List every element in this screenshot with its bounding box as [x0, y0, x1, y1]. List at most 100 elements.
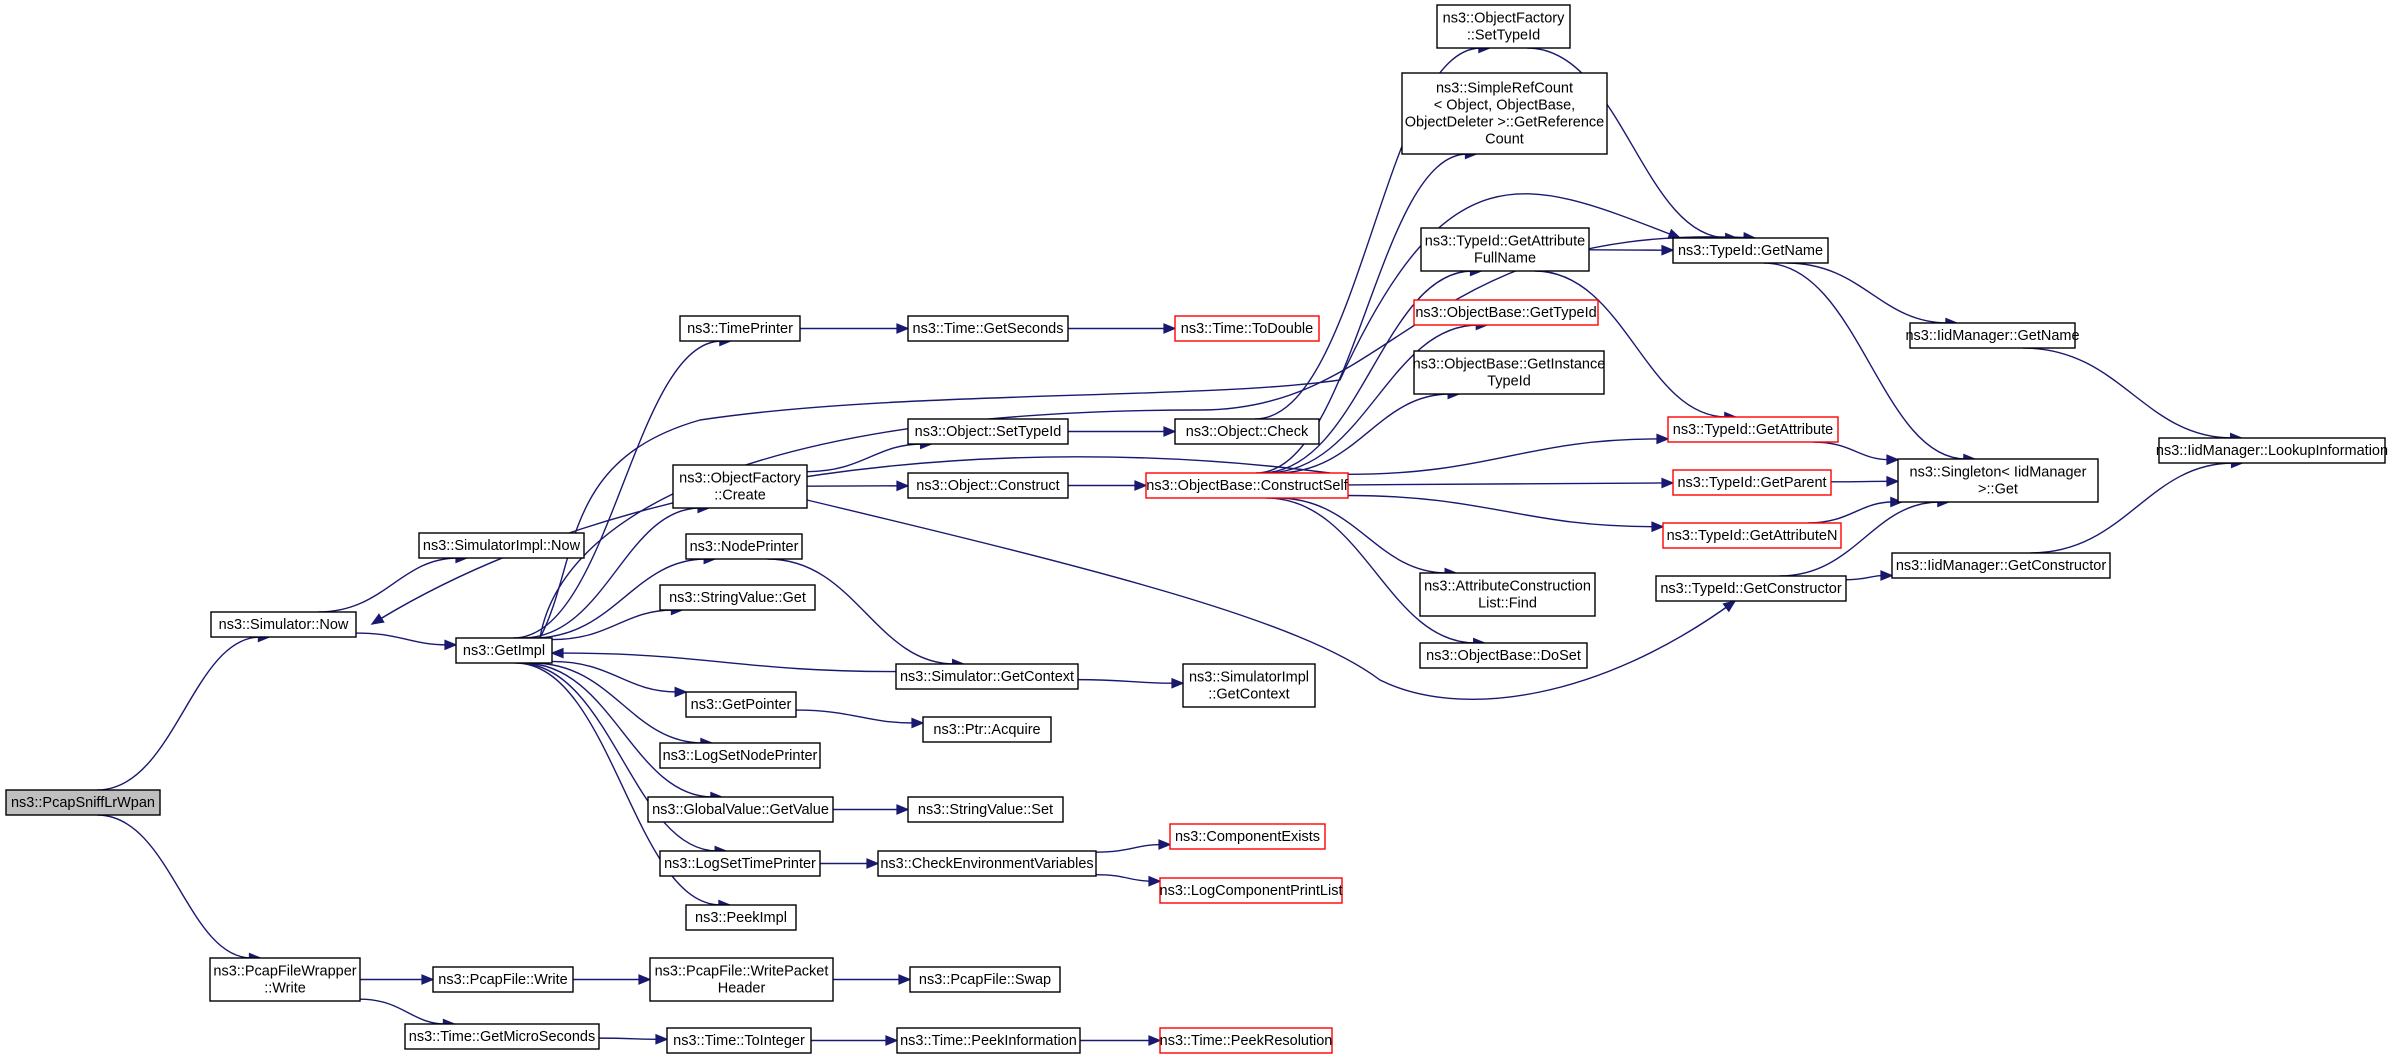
node-peekres[interactable]: ns3::Time::PeekResolution: [1159, 1027, 1333, 1054]
edge-line: [517, 662, 718, 852]
node-box: [1436, 4, 1571, 49]
node-logsettime[interactable]: ns3::LogSetTimePrinter: [659, 850, 821, 877]
node-box: [1655, 575, 1847, 602]
node-tidgetctor[interactable]: ns3::TypeId::GetConstructor: [1655, 575, 1847, 602]
node-label: ns3::IidManager::GetConstructor: [1896, 558, 2107, 574]
node-label: ns3::Ptr::Acquire: [933, 722, 1040, 738]
edge-checkenv-to-logcompprint: [1095, 873, 1162, 887]
edge-line: [1527, 47, 1728, 239]
node-getseconds[interactable]: ns3::Time::GetSeconds: [907, 315, 1069, 342]
node-simgetctx[interactable]: ns3::Simulator::GetContext: [895, 663, 1079, 690]
node-constructself[interactable]: ns3::ObjectBase::ConstructSelf: [1145, 472, 1349, 499]
node-pcapwrite[interactable]: ns3::PcapFile::Write: [432, 966, 574, 993]
edge-arrowhead: [911, 717, 925, 729]
node-peekinfo[interactable]: ns3::Time::PeekInformation: [896, 1027, 1081, 1054]
node-getpointer[interactable]: ns3::GetPointer: [685, 691, 797, 718]
node-box: [1909, 322, 2076, 349]
node-label: ns3::TimePrinter: [687, 321, 793, 337]
node-objsettypeid[interactable]: ns3::Object::SetTypeId: [907, 418, 1069, 445]
edge-line: [317, 557, 459, 613]
edge-line: [1534, 270, 1727, 418]
node-svget[interactable]: ns3::StringValue::Get: [659, 584, 816, 611]
node-pcapsniff[interactable]: ns3::PcapSniffLrWpan: [5, 789, 161, 816]
node-obdoset[interactable]: ns3::ObjectBase::DoSet: [1419, 642, 1588, 669]
node-gvgetvalue[interactable]: ns3::GlobalValue::GetValue: [647, 796, 834, 823]
node-getmicro[interactable]: ns3::Time::GetMicroSeconds: [404, 1023, 600, 1050]
node-box: [907, 418, 1069, 445]
edge-arrowhead: [1171, 677, 1185, 689]
node-getimpl[interactable]: ns3::GetImpl: [455, 637, 553, 664]
edge-line: [806, 443, 923, 473]
node-logsetnode[interactable]: ns3::LogSetNodePrinter: [659, 742, 821, 769]
node-nodeprinter[interactable]: ns3::NodePrinter: [685, 533, 803, 560]
edge-line: [560, 652, 897, 673]
node-obgettypeid[interactable]: ns3::ObjectBase::GetTypeId: [1413, 299, 1599, 326]
node-ofcreate[interactable]: ns3::ObjectFactory::Create: [672, 464, 808, 509]
edge-line: [551, 660, 678, 693]
node-simnow[interactable]: ns3::Simulator::Now: [210, 611, 357, 638]
node-svset[interactable]: ns3::StringValue::Set: [907, 796, 1064, 823]
node-label: ns3::SimulatorImpl: [1189, 670, 1309, 686]
node-ptracquire[interactable]: ns3::Ptr::Acquire: [922, 716, 1052, 743]
node-label: ns3::PcapSniffLrWpan: [11, 795, 155, 811]
node-label: ns3::ObjectBase::DoSet: [1426, 648, 1581, 664]
node-label: ns3::ObjectFactory: [1443, 11, 1565, 27]
edge-tointeger-to-peekinfo: [810, 1035, 899, 1046]
node-label: ns3::StringValue::Get: [669, 590, 806, 606]
node-box: [432, 966, 574, 993]
node-timeprinter[interactable]: ns3::TimePrinter: [679, 315, 801, 342]
node-simimplctx[interactable]: ns3::SimulatorImpl::GetContext: [1182, 663, 1316, 708]
node-iidlookup[interactable]: ns3::IidManager::LookupInformation: [2156, 437, 2388, 464]
node-compexists[interactable]: ns3::ComponentExists: [1169, 823, 1326, 850]
edge-logsettime-to-checkenv: [820, 858, 880, 869]
node-iidgetctor[interactable]: ns3::IidManager::GetConstructor: [1891, 552, 2111, 579]
edge-arrowhead: [1158, 839, 1172, 850]
edge-getmicro-to-tointeger: [598, 1033, 669, 1045]
node-tidgetname[interactable]: ns3::TypeId::GetName: [1672, 237, 1829, 264]
node-box: [896, 1027, 1081, 1054]
node-box: [418, 532, 585, 559]
edge-line: [522, 662, 713, 798]
node-ofsettypeid[interactable]: ns3::ObjectFactory::SetTypeId: [1436, 4, 1571, 49]
edge-line: [1830, 480, 1890, 483]
node-simplerefcount[interactable]: ns3::SimpleRefCount< Object, ObjectBase,…: [1401, 72, 1608, 155]
edge-arrowhead: [1880, 570, 1894, 581]
node-label: ns3::TypeId::GetName: [1678, 243, 1823, 259]
node-label: ns3::NodePrinter: [690, 539, 799, 555]
node-tidgetattrn[interactable]: ns3::TypeId::GetAttributeN: [1662, 522, 1842, 549]
node-label: >::Get: [1978, 482, 2018, 498]
node-todouble[interactable]: ns3::Time::ToDouble: [1174, 315, 1320, 342]
node-checkenv[interactable]: ns3::CheckEnvironmentVariables: [877, 850, 1097, 877]
node-objcheck[interactable]: ns3::Object::Check: [1174, 418, 1320, 445]
node-box: [1662, 522, 1842, 549]
node-logcompprint[interactable]: ns3::LogComponentPrintList: [1159, 877, 1343, 904]
node-iidgetname[interactable]: ns3::IidManager::GetName: [1905, 322, 2080, 349]
node-label: Header: [718, 981, 766, 997]
edge-line: [1845, 574, 1884, 581]
node-tointeger[interactable]: ns3::Time::ToInteger: [666, 1027, 812, 1054]
node-box: [659, 742, 821, 769]
node-peekimpl[interactable]: ns3::PeekImpl: [685, 904, 797, 931]
node-label: ns3::Time::ToInteger: [673, 1033, 805, 1049]
node-pcapfw[interactable]: ns3::PcapFileWrapper::Write: [209, 957, 361, 1002]
node-pcapswap[interactable]: ns3::PcapFile::Swap: [909, 966, 1061, 993]
edge-line: [97, 636, 261, 791]
node-label: ns3::PcapFile::WritePacket: [655, 964, 829, 980]
node-singleton[interactable]: ns3::Singleton< IidManager>::Get: [1897, 458, 2099, 503]
node-tidgetparent[interactable]: ns3::TypeId::GetParent: [1672, 469, 1832, 496]
node-objconstruct[interactable]: ns3::Object::Construct: [907, 472, 1069, 499]
node-tidgetattr[interactable]: ns3::TypeId::GetAttribute: [1667, 416, 1839, 443]
edge-line: [1813, 441, 1890, 461]
node-simimplnow[interactable]: ns3::SimulatorImpl::Now: [418, 532, 585, 559]
edge-arrowhead: [898, 974, 912, 985]
node-label: ns3::Time::ToDouble: [1181, 321, 1313, 337]
node-box: [1174, 418, 1320, 445]
node-box: [1159, 877, 1343, 904]
edge-pcapfw-to-pcapwrite: [359, 974, 435, 985]
node-box: [1419, 572, 1596, 617]
